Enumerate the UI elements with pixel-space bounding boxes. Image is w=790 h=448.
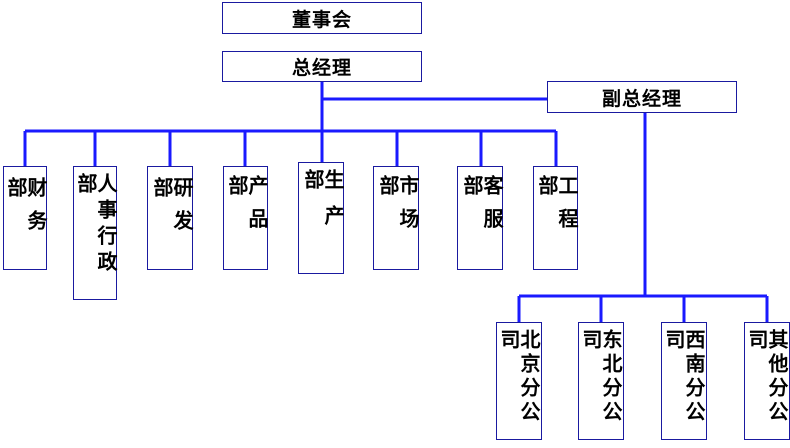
dept-hr-admin-label: 人事行政部 — [74, 173, 118, 277]
general-manager-box: 总经理 — [222, 51, 422, 82]
branch-beijing: 北京分公司 — [496, 322, 542, 440]
dept-product-label: 产品部 — [225, 175, 269, 241]
board-label: 董事会 — [291, 8, 352, 31]
board-box: 董事会 — [222, 2, 422, 34]
dept-production: 生产部 — [298, 162, 345, 274]
dept-production-label: 生产部 — [301, 169, 345, 241]
branch-other: 其他分公司 — [744, 322, 790, 440]
branch-other-label: 其他分公司 — [745, 329, 789, 425]
branch-beijing-label: 北京分公司 — [497, 329, 541, 425]
branch-northeast-label: 东北分公司 — [579, 329, 623, 425]
dept-finance-label: 财务部 — [4, 177, 48, 243]
dept-customer-service: 客服部 — [457, 166, 504, 270]
dept-rnd-label: 研发部 — [150, 177, 194, 243]
dept-engineering-label: 工程部 — [535, 175, 579, 241]
dept-hr-admin: 人事行政部 — [73, 166, 118, 300]
deputy-manager-label: 副总经理 — [601, 87, 682, 110]
dept-product: 产品部 — [223, 166, 269, 270]
branch-southwest: 西南分公司 — [661, 322, 707, 440]
dept-marketing: 市场部 — [373, 166, 420, 270]
dept-customer-service-label: 客服部 — [460, 175, 504, 241]
dept-rnd: 研发部 — [147, 166, 194, 270]
branch-southwest-label: 西南分公司 — [662, 329, 706, 425]
deputy-manager-box: 副总经理 — [547, 81, 737, 113]
dept-engineering: 工程部 — [533, 166, 579, 270]
dept-marketing-label: 市场部 — [376, 175, 420, 241]
branch-northeast: 东北分公司 — [578, 322, 624, 440]
dept-finance: 财务部 — [3, 166, 48, 270]
general-manager-label: 总经理 — [291, 57, 352, 79]
